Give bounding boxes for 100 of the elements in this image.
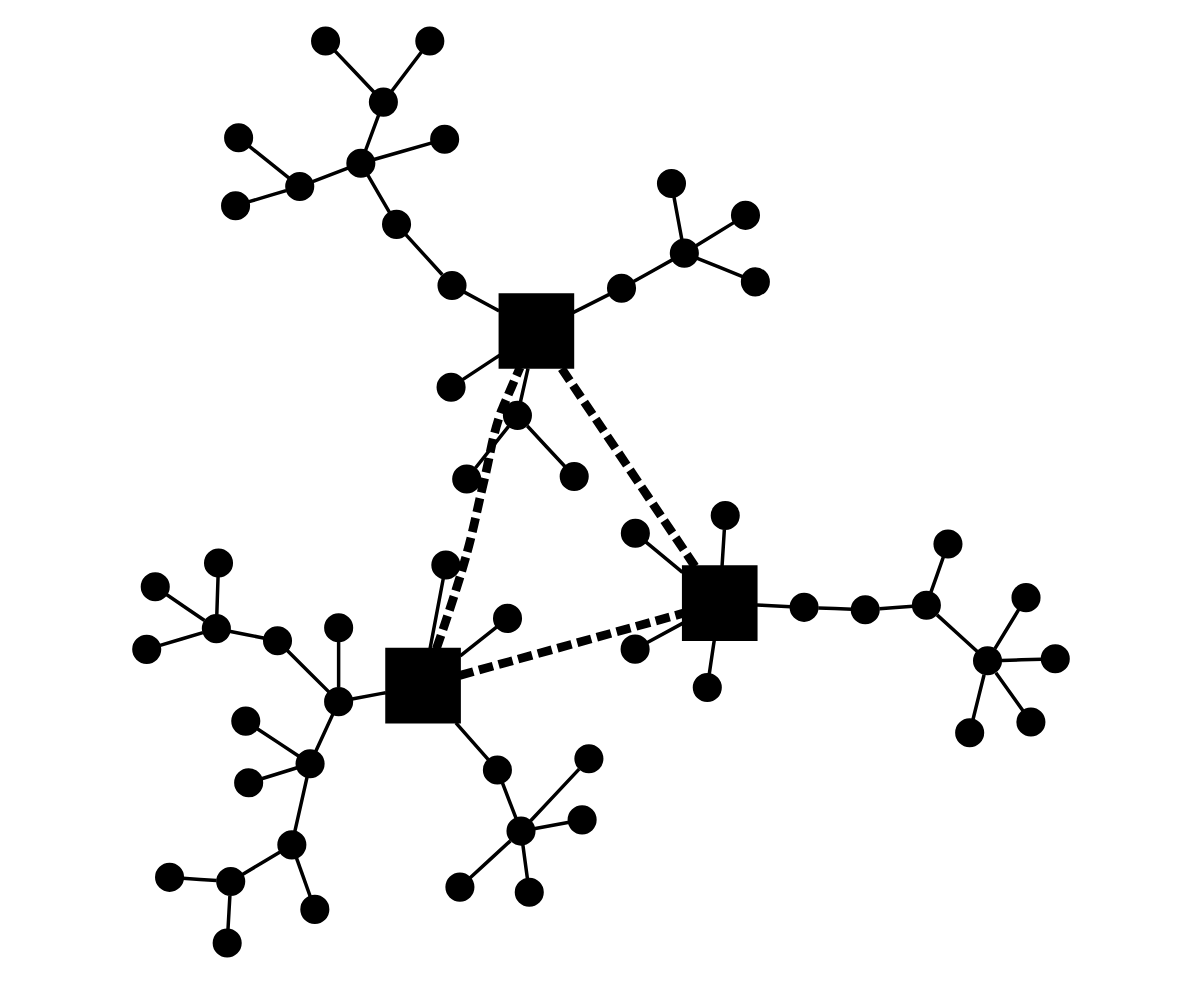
node-circle [414, 26, 444, 56]
node-circle [739, 267, 769, 297]
connector [645, 621, 684, 645]
connector [453, 721, 489, 761]
node-circle [655, 168, 686, 199]
node-circle [932, 529, 962, 559]
node-circle [367, 87, 397, 117]
connector [462, 290, 499, 313]
connector [694, 221, 734, 248]
node-circle [1039, 644, 1069, 674]
node-circle [668, 238, 698, 268]
connector [934, 613, 978, 654]
connector [556, 365, 698, 569]
node-circle [501, 400, 531, 430]
connector [532, 820, 569, 831]
node-circle [284, 171, 314, 202]
connector [878, 604, 913, 611]
connector [460, 353, 500, 382]
node-circle [513, 877, 543, 907]
connector [332, 49, 375, 94]
node-circle [1015, 707, 1045, 737]
connector [517, 367, 529, 403]
connector [467, 839, 511, 880]
connector [457, 609, 684, 680]
node-circle [436, 270, 466, 300]
node-circle [619, 634, 649, 664]
node-circle [444, 872, 474, 902]
node-circle [345, 148, 375, 178]
connector [719, 529, 726, 567]
connector [293, 856, 312, 898]
node-circle [430, 550, 460, 580]
node-circle [211, 928, 241, 958]
node-circle [381, 209, 411, 239]
connector [389, 50, 423, 93]
node-circle [558, 461, 588, 492]
node-circle [299, 894, 329, 924]
node-circle [429, 124, 459, 154]
connector [372, 141, 432, 162]
connector [292, 776, 308, 833]
connector [671, 196, 683, 240]
node-circle [435, 372, 465, 402]
node-circle [605, 273, 636, 303]
node-circle [788, 592, 818, 622]
connector [431, 365, 524, 651]
node-box [680, 565, 757, 641]
node-circle [619, 518, 649, 548]
connector [225, 895, 231, 930]
node-circle [202, 548, 233, 578]
connector [706, 640, 715, 675]
node-circle [323, 687, 353, 717]
connector [227, 629, 264, 640]
node-circle [276, 830, 306, 860]
connector [631, 258, 673, 283]
connector [181, 876, 216, 883]
connector [350, 690, 386, 701]
node-circle [215, 866, 245, 897]
connector [1000, 657, 1041, 663]
node-circle [323, 613, 353, 643]
connector [240, 850, 280, 876]
node-circle [223, 123, 253, 153]
connector [458, 625, 498, 658]
node-circle [451, 464, 481, 494]
connector [214, 576, 219, 615]
node-circle [481, 755, 511, 785]
node-circle [849, 595, 879, 625]
connector [525, 424, 566, 468]
node-circle [491, 603, 522, 633]
node-circle [709, 501, 739, 531]
node-circle [505, 816, 535, 846]
connector [254, 726, 299, 758]
connector [164, 592, 205, 622]
node-circle [1010, 583, 1040, 613]
connector [970, 674, 985, 721]
connector [427, 578, 444, 650]
connector [643, 540, 683, 574]
connector [246, 188, 286, 204]
connector [284, 648, 330, 694]
connector [528, 767, 580, 823]
node-circle [220, 191, 250, 221]
connector [335, 641, 340, 688]
node-circle [139, 572, 169, 602]
connector [260, 766, 297, 781]
connector [473, 425, 509, 470]
node-circle [972, 646, 1002, 676]
node-box [497, 293, 574, 369]
connector [520, 843, 529, 879]
connector [817, 606, 852, 611]
connector [365, 174, 391, 214]
connector [695, 256, 743, 279]
connector [993, 671, 1024, 713]
node-circle [573, 744, 603, 774]
node-circle [566, 805, 596, 835]
connector [363, 114, 380, 151]
node-circle [131, 634, 161, 664]
node-circle [310, 26, 340, 56]
connector [247, 144, 290, 180]
node-circle [261, 626, 292, 656]
connector [403, 232, 443, 276]
node-circle [910, 590, 940, 620]
node-circle [691, 673, 721, 703]
